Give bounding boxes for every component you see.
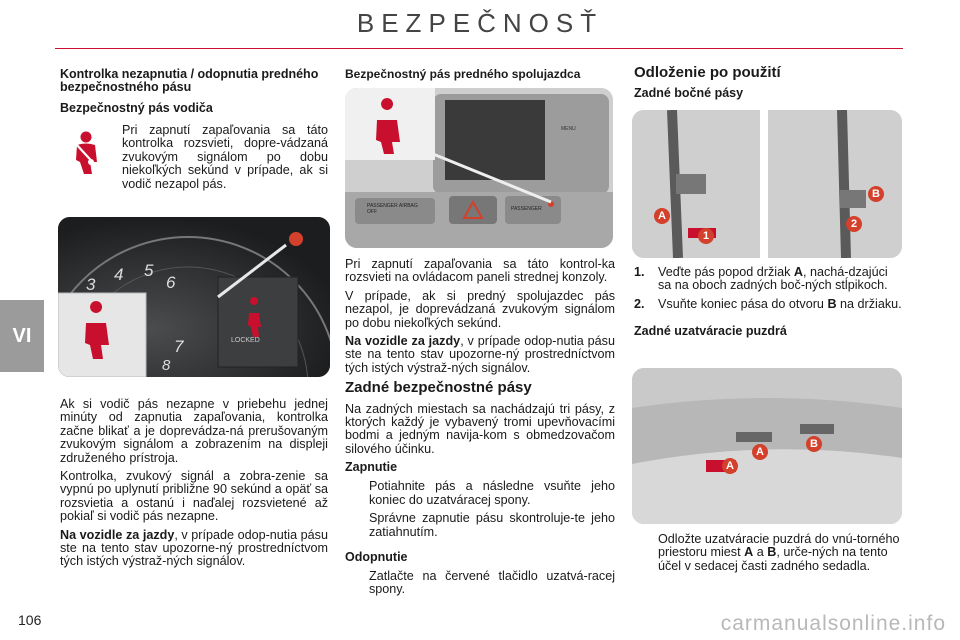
paragraph: Pri zapnutí zapaľovania sa táto kontrol-… [345,257,615,285]
seatbelt-warning-icon [68,130,106,178]
callout-label: B [868,186,884,202]
unfastening-heading: Odopnutie [345,549,408,564]
section-heading: Bezpečnostný pás predného spolujazdca [345,67,581,81]
paragraph-driving: Na vozidle za jazdy, v prípade odop-nuti… [60,527,328,569]
callout-label: 1 [698,228,714,244]
step-text: , nachá-dzajúci sa na oboch zadných boč-… [658,265,888,293]
bullet-text: Zatlačte na červené tlačidlo uzatvá-race… [369,568,615,597]
bullet-text: Odložte uzatváracie puzdrá do vnú-tornéh… [658,532,900,560]
bullet-glyph [345,480,359,507]
column-storage: Odloženie po použití Zadné bočné pásy [634,64,902,106]
paragraph: Ak si vodič pás nezapne v priebehu jedne… [60,397,328,465]
gauge-number: 7 [174,337,184,356]
panel-label: PASSENGER [511,206,542,212]
callout-label: A [752,444,768,460]
step-text: Vsuňte koniec pása do otvoru [658,296,828,311]
section-subheading: Bezpečnostný pás vodiča [60,101,213,115]
panel-label: PASSENGER AIRBAG OFF [367,203,418,215]
bold-letter: A [744,545,754,560]
paragraph-driving: Na vozidle za jazdy, v prípade odop-nuti… [345,334,615,375]
step-bold: B [827,296,837,311]
rear-side-belts-subheading: Zadné bočné pásy [634,86,744,101]
step-text: na držiaku. [836,296,902,311]
instrument-cluster-image: 3 4 5 6 7 8 LOCKED [58,217,330,377]
bullet-item: Zatlačte na červené tlačidlo uzatvá-race… [345,568,615,597]
paragraph-rest: , v prípade odop-nutia pásu ste na tento… [60,527,328,569]
gauge-number: 3 [86,275,96,294]
paragraph: Na zadných miestach sa nachádzajú tri pá… [345,401,615,456]
step-number: 1. [634,265,645,279]
bullet-glyph [345,512,359,539]
display-text: LOCKED [231,337,260,344]
callout-label: A [722,458,738,474]
callout-label: 2 [846,216,862,232]
rear-buckles-image: A A B [632,368,902,524]
gauge-number: 5 [144,261,154,280]
callout-label: B [806,436,822,452]
gauge-number: 4 [114,265,124,284]
bold-phrase: Na vozidle za jazdy [60,527,175,542]
bullet-item: Správne zapnutie pásu skontroluje-te jeh… [345,511,615,539]
bullet-glyph [345,570,359,597]
bullet-glyph [634,533,648,573]
paragraph: Kontrolka, zvukový signál a zobra-zenie … [60,469,328,524]
bold-phrase: Na vozidle za jazdy [345,334,461,349]
buckle-storage-subheading: Zadné uzatváracie puzdrá [634,324,787,339]
step-item: 1. Veďte pás popod držiak A, nachá-dzajúc… [634,265,902,293]
passenger-belt-body: Pri zapnutí zapaľovania sa táto kontrol-… [345,257,615,602]
buckle-storage-text: Odložte uzatváracie puzdrá do vnú-tornéh… [634,532,902,578]
paragraph: V prípade, ak si predný spolujazdec pás … [345,288,615,330]
bullet-text: , urče-ných na tento účel v sedacej čast… [658,545,888,573]
step-bold: A [793,265,803,279]
watermark: carmanualsonline.info [720,612,946,635]
step-number: 2. [634,296,645,311]
page-number: 106 [18,612,42,628]
bold-letter: B [767,545,777,560]
section-heading: Kontrolka nezapnutia / odopnutia prednéh… [60,67,319,94]
bullet-text: Správne zapnutie pásu skontroluje-te jeh… [369,511,615,539]
gauge-number: 6 [166,273,176,292]
column-driver-belt: Kontrolka nezapnutia / odopnutia prednéh… [60,68,330,121]
rear-belts-heading: Zadné bezpečnostné pásy [345,379,532,397]
panel-button-label: MENU [561,126,576,132]
steps-list: 1. Veďte pás popod držiak A, nachá-dzajúc… [634,265,902,344]
callout-label: A [654,208,670,224]
driver-belt-body: Ak si vodič pás nezapne v priebehu jedne… [60,397,328,574]
intro-paragraph: Pri zapnutí zapaľovania sa táto kontrolk… [122,123,328,191]
bullet-text: a [753,545,768,560]
center-console-image: PASSENGER AIRBAG OFF PASSENGER MENU [345,88,613,248]
bullet-item: Odložte uzatváracie puzdrá do vnú-tornéh… [634,532,902,573]
column-passenger-belt: Bezpečnostný pás predného spolujazdca [345,68,615,87]
chapter-tab: VI [0,300,44,372]
page-title: BEZPEČNOSŤ [356,8,604,38]
bullet-item: Potiahnite pás a následne vsuňte jeho ko… [345,480,615,507]
bullet-text: Potiahnite pás a následne vsuňte jeho ko… [369,479,615,507]
rear-side-belts-image: A 1 B 2 [632,110,902,258]
intro-text: Pri zapnutí zapaľovania sa táto kontrolk… [122,123,328,196]
paragraph-rest: , v prípade odop-nutia pásu ste na tento… [345,334,615,375]
fastening-heading: Zapnutie [345,460,398,475]
storage-heading: Odloženie po použití [634,64,781,81]
header-divider [55,48,903,49]
gauge-number: 8 [162,357,171,374]
step-text: Veďte pás popod držiak [658,265,794,279]
step-item: 2. Vsuňte koniec pása do otvoru B na drži… [634,296,902,311]
